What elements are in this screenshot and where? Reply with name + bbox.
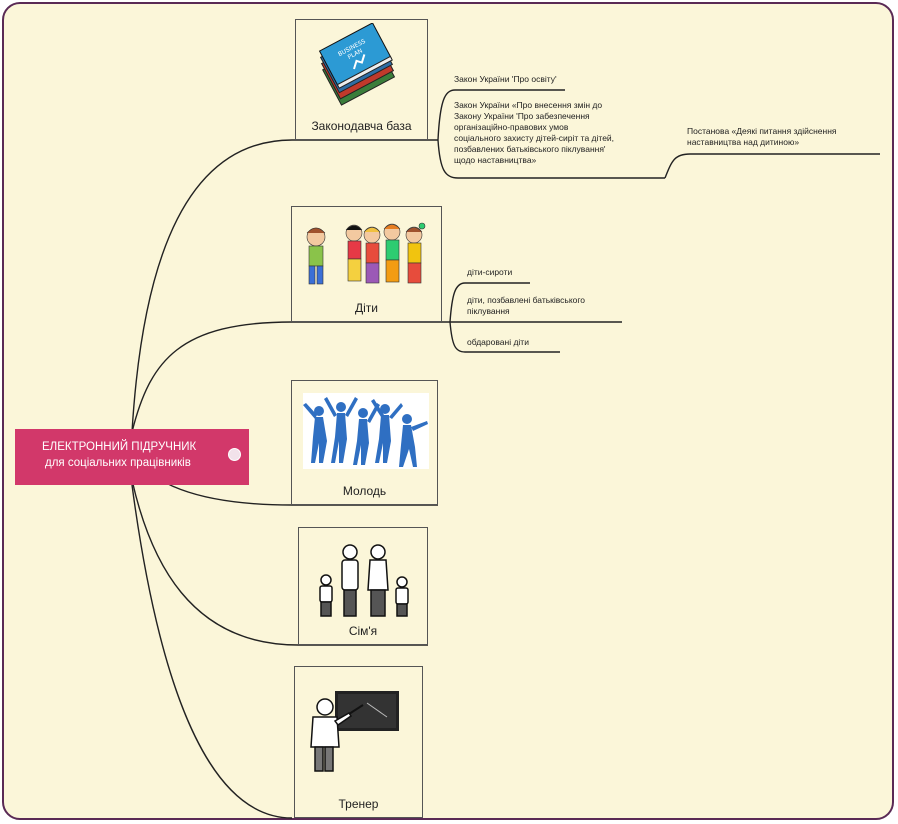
- branch-family[interactable]: Сім'я: [298, 527, 428, 645]
- law-item-education[interactable]: Закон України 'Про освіту': [454, 74, 557, 84]
- text-line: організаційно-правових умов: [454, 122, 569, 132]
- law-sub-resolution[interactable]: Постанова «Деякі питання здійснення наст…: [687, 126, 837, 148]
- text-line: піклування: [467, 306, 510, 316]
- text-line: Закону України 'Про забезпечення: [454, 111, 590, 121]
- children-item-gifted[interactable]: обдаровані діти: [467, 337, 529, 347]
- text-line: позбавлених батьківського піклування': [454, 144, 606, 154]
- branch-label: Законодавча база: [311, 119, 412, 133]
- text-line: щодо наставництва»: [454, 155, 537, 165]
- text-line: Постанова «Деякі питання здійснення: [687, 126, 837, 136]
- books-icon: BUSINESS PLAN: [318, 23, 396, 106]
- family-icon: [319, 544, 409, 617]
- text-line: соціального захисту дітей-сиріт та дітей…: [454, 133, 615, 143]
- youth-icon: [303, 393, 429, 469]
- children-icon: [306, 222, 426, 285]
- central-topic[interactable]: ЕЛЕКТРОННИЙ ПІДРУЧНИК для соціальних пра…: [15, 429, 249, 485]
- text-line: наставництва над дитиною»: [687, 137, 800, 147]
- collapse-dot-icon[interactable]: [228, 448, 241, 461]
- text-line: діти, позбавлені батьківського: [467, 295, 586, 305]
- law-item-amendments[interactable]: Закон України «Про внесення змін до Зако…: [454, 100, 614, 166]
- branch-label: Діти: [355, 301, 378, 315]
- text-line: Закон України «Про внесення змін до: [454, 100, 603, 110]
- branch-label: Тренер: [338, 797, 379, 811]
- central-topic-title: ЕЛЕКТРОННИЙ ПІДРУЧНИК: [42, 441, 197, 453]
- branch-youth[interactable]: Молодь: [291, 380, 438, 505]
- children-item-orphans[interactable]: діти-сироти: [467, 267, 513, 277]
- branch-label: Молодь: [342, 484, 387, 498]
- branch-label: Сім'я: [348, 624, 378, 638]
- trainer-icon: [310, 691, 399, 772]
- branch-law[interactable]: BUSINESS PLAN Законодавча база: [295, 19, 428, 140]
- children-item-deprived[interactable]: діти, позбавлені батьківського піклуванн…: [467, 295, 585, 317]
- branch-trainer[interactable]: Тренер: [294, 666, 423, 818]
- central-topic-subtitle: для соціальних працівників: [45, 457, 191, 469]
- branch-children[interactable]: Діти: [291, 206, 442, 322]
